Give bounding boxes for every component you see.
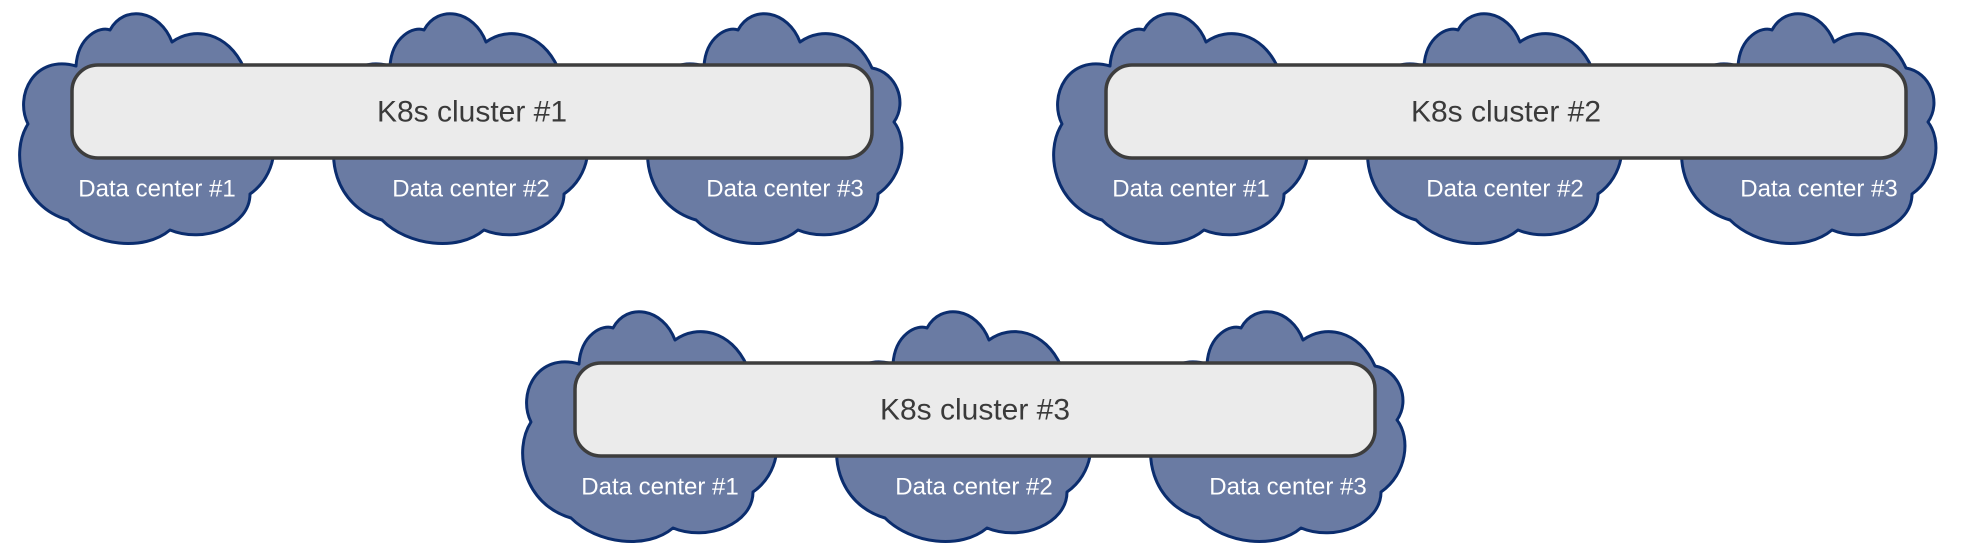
- data-center-label: Data center #2: [392, 176, 549, 203]
- data-center-label: Data center #1: [1112, 176, 1269, 203]
- k8s-cluster-box: [573, 361, 1377, 458]
- data-center-label: Data center #1: [78, 176, 235, 203]
- k8s-cluster-label: K8s cluster #3: [880, 394, 1070, 427]
- data-center-label: Data center #3: [706, 176, 863, 203]
- data-center-label: Data center #1: [581, 474, 738, 501]
- data-center-label: Data center #2: [1426, 176, 1583, 203]
- data-center-label: Data center #2: [895, 474, 1052, 501]
- data-center-label: Data center #3: [1740, 176, 1897, 203]
- k8s-cluster-label: K8s cluster #1: [377, 96, 567, 129]
- k8s-cluster-label: K8s cluster #2: [1411, 96, 1601, 129]
- data-center-label: Data center #3: [1209, 474, 1366, 501]
- cluster-group-3: Data center #1 Data center #2 Data cente…: [521, 310, 1407, 543]
- cluster-group-1: Data center #1 Data center #2 Data cente…: [18, 12, 904, 245]
- cluster-group-2: Data center #1 Data center #2 Data cente…: [1052, 12, 1938, 245]
- k8s-cluster-box: [70, 63, 874, 160]
- k8s-cluster-box: [1104, 63, 1908, 160]
